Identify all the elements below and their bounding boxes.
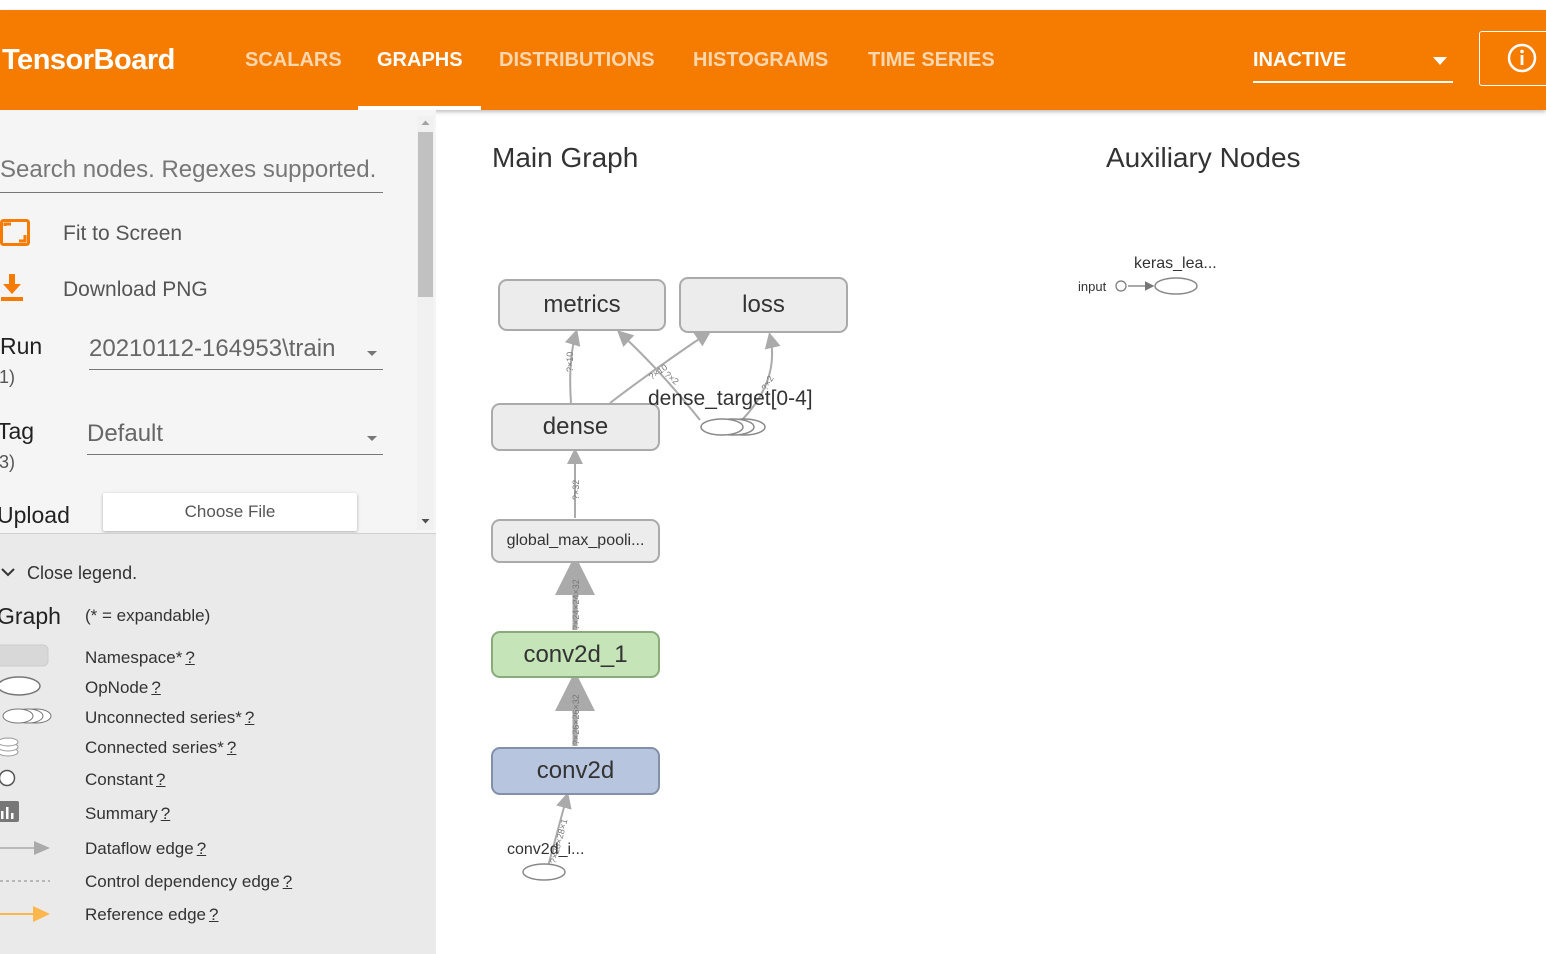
- download-png-button[interactable]: Download PNG: [63, 278, 208, 301]
- choose-file-button[interactable]: Choose File: [103, 493, 357, 531]
- inactive-dropdown[interactable]: INACTIVE: [1253, 49, 1453, 83]
- run-count: (1): [0, 367, 15, 387]
- edge-label-dense-metrics: ?×10: [565, 351, 575, 372]
- legend-item-opnode: OpNode?: [85, 678, 161, 697]
- graph-node-global-max-pooling[interactable]: global_max_pooli...: [491, 519, 660, 563]
- tab-distributions[interactable]: DISTRIBUTIONS: [499, 49, 655, 71]
- help-link[interactable]: ?: [244, 708, 255, 727]
- aux-input-constant-icon: [1115, 280, 1127, 292]
- graph-node-metrics[interactable]: metrics: [498, 279, 666, 331]
- dense-target-label[interactable]: dense_target[0-4]: [648, 387, 813, 410]
- run-select-value: 20210112-164953\train: [89, 335, 336, 362]
- legend-item-summary: Summary?: [85, 804, 171, 823]
- brand-logo: TensorBoard: [2, 44, 175, 76]
- legend-panel: [0, 533, 436, 954]
- auxiliary-nodes-title: Auxiliary Nodes: [1106, 142, 1301, 173]
- connected-series-symbol-icon: [0, 737, 19, 757]
- help-link[interactable]: ?: [282, 872, 293, 891]
- legend-item-control-dependency-edge: Control dependency edge?: [85, 872, 293, 891]
- tag-label: Tag: [0, 418, 35, 444]
- edge-label-conv-conv1: ?×26×26×32: [571, 694, 581, 745]
- tab-graphs[interactable]: GRAPHS: [377, 49, 463, 71]
- tag-count: (3): [0, 452, 15, 472]
- summary-symbol-icon: [0, 801, 19, 822]
- tab-scalars[interactable]: SCALARS: [245, 49, 342, 71]
- active-tab-indicator: [358, 106, 481, 110]
- run-label: Run: [0, 333, 43, 359]
- info-icon: [1507, 43, 1537, 73]
- edge-label-conv1-pool: ?×24×24×32: [571, 579, 581, 630]
- edge-label-target-metrics: ?×2: [662, 369, 681, 387]
- namespace-symbol-icon: [0, 644, 49, 667]
- help-link[interactable]: ?: [208, 905, 219, 924]
- tag-select-value: Default: [87, 420, 164, 447]
- scroll-arrows-icon: [421, 120, 430, 524]
- legend-item-dataflow-edge: Dataflow edge?: [85, 839, 207, 858]
- chevron-down-icon: [367, 351, 377, 356]
- graph-node-loss[interactable]: loss: [679, 277, 848, 333]
- legend-item-connected-series: Connected series*?: [85, 738, 237, 757]
- legend-item-constant: Constant?: [85, 770, 166, 789]
- help-link[interactable]: ?: [185, 648, 195, 667]
- constant-symbol-icon: [0, 769, 16, 787]
- run-select[interactable]: 20210112-164953\train: [89, 335, 383, 370]
- help-link[interactable]: ?: [156, 770, 166, 789]
- dataflow-edge-symbol-icon: [0, 841, 50, 855]
- inactive-label: INACTIVE: [1253, 49, 1347, 71]
- download-icon[interactable]: [0, 272, 30, 304]
- graph-node-conv2d[interactable]: conv2d: [491, 747, 660, 795]
- aux-node-ellipse-icon: [1154, 277, 1198, 295]
- chevron-down-icon: [367, 436, 377, 441]
- opnode-symbol-icon: [0, 676, 41, 696]
- edge-label-pool-dense: ?×32: [571, 479, 581, 500]
- close-legend-toggle[interactable]: Close legend.: [27, 563, 138, 583]
- app-header: TensorBoard SCALARS GRAPHS DISTRIBUTIONS…: [0, 10, 1546, 110]
- graph-node-conv2d-1[interactable]: conv2d_1: [491, 631, 660, 678]
- tag-select[interactable]: Default: [87, 420, 383, 455]
- fit-to-screen-icon[interactable]: [0, 218, 34, 250]
- help-link[interactable]: ?: [226, 738, 237, 757]
- graph-node-dense[interactable]: dense: [491, 403, 660, 451]
- info-button[interactable]: [1479, 31, 1546, 86]
- legend-expandable-note: (* = expandable): [85, 606, 211, 625]
- help-link[interactable]: ?: [196, 839, 207, 858]
- conv2d-input-node-icon: [522, 863, 566, 881]
- search-input[interactable]: Search nodes. Regexes supported.: [0, 156, 383, 193]
- sidebar-scrollbar-thumb[interactable]: [418, 132, 433, 297]
- help-link[interactable]: ?: [160, 804, 171, 823]
- legend-item-unconnected-series: Unconnected series*?: [85, 708, 255, 727]
- dense-target-series-icon: [700, 418, 766, 436]
- legend-graph-label: Graph: [0, 603, 61, 629]
- legend-item-namespace: Namespace*?: [85, 648, 195, 667]
- unconnected-series-symbol-icon: [2, 708, 52, 724]
- reference-edge-symbol-icon: [0, 906, 50, 922]
- chevron-down-icon[interactable]: [0, 566, 18, 580]
- aux-node-label[interactable]: keras_lea...: [1134, 255, 1217, 272]
- aux-input-label: input: [1078, 279, 1107, 294]
- fit-to-screen-button[interactable]: Fit to Screen: [63, 222, 183, 245]
- main-graph-title: Main Graph: [492, 142, 639, 173]
- tab-time-series[interactable]: TIME SERIES: [868, 49, 995, 71]
- tab-histograms[interactable]: HISTOGRAMS: [693, 49, 829, 71]
- help-link[interactable]: ?: [151, 678, 161, 697]
- upload-label: Upload: [0, 502, 70, 528]
- legend-symbols: [0, 644, 52, 922]
- caret-down-icon: [1433, 57, 1447, 65]
- conv2d-input-label[interactable]: conv2d_i...: [507, 841, 585, 858]
- legend-item-reference-edge: Reference edge?: [85, 905, 219, 924]
- search-placeholder: Search nodes. Regexes supported.: [0, 156, 377, 183]
